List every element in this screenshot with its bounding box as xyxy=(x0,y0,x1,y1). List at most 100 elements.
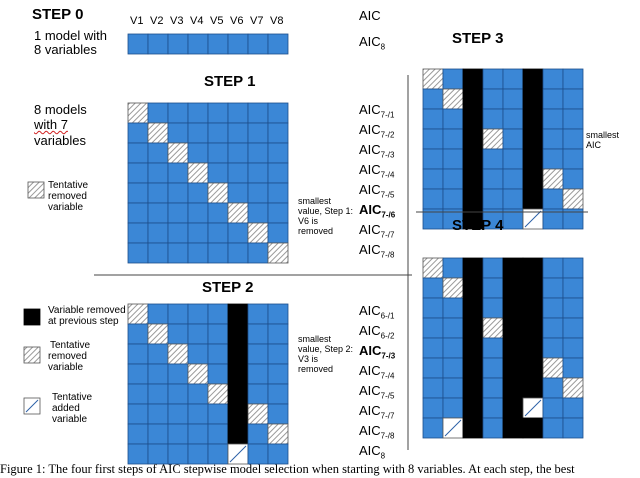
step2-cell xyxy=(167,303,189,325)
step3-cell-removed xyxy=(482,128,504,150)
step2-cell xyxy=(267,343,289,365)
step3-cell xyxy=(442,188,464,210)
step1-cell xyxy=(167,122,189,144)
step2-cell-prev-removed xyxy=(227,423,249,445)
step2-cell-removed xyxy=(147,323,169,345)
step2-cell xyxy=(187,343,209,365)
step1-aic-item: AIC7-/2 xyxy=(359,122,395,140)
step3-cell xyxy=(422,108,444,130)
step4-cell xyxy=(442,377,464,399)
step4-cell xyxy=(562,337,584,359)
step4-cell xyxy=(482,397,504,419)
step1-aic-item: AIC7-/7 xyxy=(359,222,395,240)
step4-cell-prev-removed xyxy=(502,357,524,379)
step1-label-line1: 8 models xyxy=(34,102,87,117)
legend2-removed-line2: removed xyxy=(48,351,87,362)
step4-cell xyxy=(542,417,564,439)
step3-cell-added-mark xyxy=(524,210,542,228)
step1-cell xyxy=(167,202,189,224)
step1-note-line2: value, Step 1: xyxy=(298,206,354,216)
step2-note-line3: V3 is xyxy=(298,354,319,364)
step1-cell xyxy=(167,222,189,244)
step0-cell xyxy=(247,33,269,55)
step4-cell-prev-removed xyxy=(462,377,484,399)
step1-aic-item: AIC7-/4 xyxy=(359,162,395,180)
step1-cell xyxy=(187,182,209,204)
step2-cell-prev-removed xyxy=(227,323,249,345)
step2-note-line1: smallest xyxy=(298,334,332,344)
step3-cell xyxy=(442,148,464,170)
step1-cell xyxy=(207,222,229,244)
variable-header: V5 xyxy=(210,15,224,27)
step3-cell xyxy=(482,108,504,130)
step1-cell xyxy=(247,202,269,224)
step2-cell xyxy=(167,403,189,425)
legend-removed-line3: variable xyxy=(48,202,84,213)
step3-cell xyxy=(442,108,464,130)
step3-cell xyxy=(542,88,564,110)
step4-cell-prev-removed xyxy=(522,297,544,319)
step4-cell-prev-removed xyxy=(502,377,524,399)
step3-cell xyxy=(502,128,524,150)
step2-aic-item: AIC6-/2 xyxy=(359,323,395,341)
step3-cell xyxy=(562,108,584,130)
step1-aic-item: AIC7-/3 xyxy=(359,142,395,160)
step2-cell-removed xyxy=(167,343,189,365)
step3-cell xyxy=(562,88,584,110)
variable-header: V4 xyxy=(190,15,204,27)
step1-cell xyxy=(127,222,149,244)
step1-cell xyxy=(127,162,149,184)
step4-cell xyxy=(442,357,464,379)
step4-cell xyxy=(562,257,584,279)
step3-cell xyxy=(562,128,584,150)
step3-cell xyxy=(542,108,564,130)
step1-cell xyxy=(167,182,189,204)
legend2-removed-line1: Tentative xyxy=(50,340,91,351)
step1-cell xyxy=(147,222,169,244)
step2-cell xyxy=(247,323,269,345)
step1-aic-item: AIC7-/1 xyxy=(359,102,395,120)
step4-cell xyxy=(562,297,584,319)
step2-cell xyxy=(147,443,169,465)
step1-aic-item: AIC7-/5 xyxy=(359,182,395,200)
step4-cell xyxy=(482,277,504,299)
step4-cell-removed xyxy=(482,317,504,339)
step4-title: STEP 4 xyxy=(452,217,504,234)
step2-cell xyxy=(147,343,169,365)
step1-cell xyxy=(187,122,209,144)
step2-cell xyxy=(187,443,209,465)
step3-cell xyxy=(482,168,504,190)
step3-cell xyxy=(442,168,464,190)
step1-cell xyxy=(187,202,209,224)
step1-cell-removed xyxy=(207,182,229,204)
step1-cell xyxy=(147,202,169,224)
step2-cell xyxy=(207,443,229,465)
step1-cell xyxy=(147,242,169,264)
step4-cell xyxy=(422,417,444,439)
step4-cell-prev-removed xyxy=(502,417,524,439)
step1-cell xyxy=(247,102,269,124)
step3-cell-removed xyxy=(562,188,584,210)
step3-cell xyxy=(562,208,584,230)
step2-cell xyxy=(127,383,149,405)
legend-added-line2: added xyxy=(52,403,80,414)
step3-cell-prev-removed xyxy=(522,68,544,90)
step2-aic-item: AIC8 xyxy=(359,443,386,461)
step4-cell-removed xyxy=(562,377,584,399)
step4-cell-prev-removed xyxy=(522,417,544,439)
step1-label-line3: variables xyxy=(34,133,87,148)
step0-label-line2: 8 variables xyxy=(34,42,97,57)
step4-cell-prev-removed xyxy=(502,257,524,279)
step2-cell xyxy=(207,363,229,385)
step2-cell-prev-removed xyxy=(227,383,249,405)
step4-cell xyxy=(542,277,564,299)
step1-note-line3: V6 is xyxy=(298,216,319,226)
step1-cell xyxy=(207,102,229,124)
step2-cell xyxy=(127,423,149,445)
step4-cell-prev-removed xyxy=(502,317,524,339)
step1-cell xyxy=(187,222,209,244)
step2-aic-item: AIC7-/7 xyxy=(359,403,395,421)
step3-cell xyxy=(542,68,564,90)
step1-cell xyxy=(267,222,289,244)
